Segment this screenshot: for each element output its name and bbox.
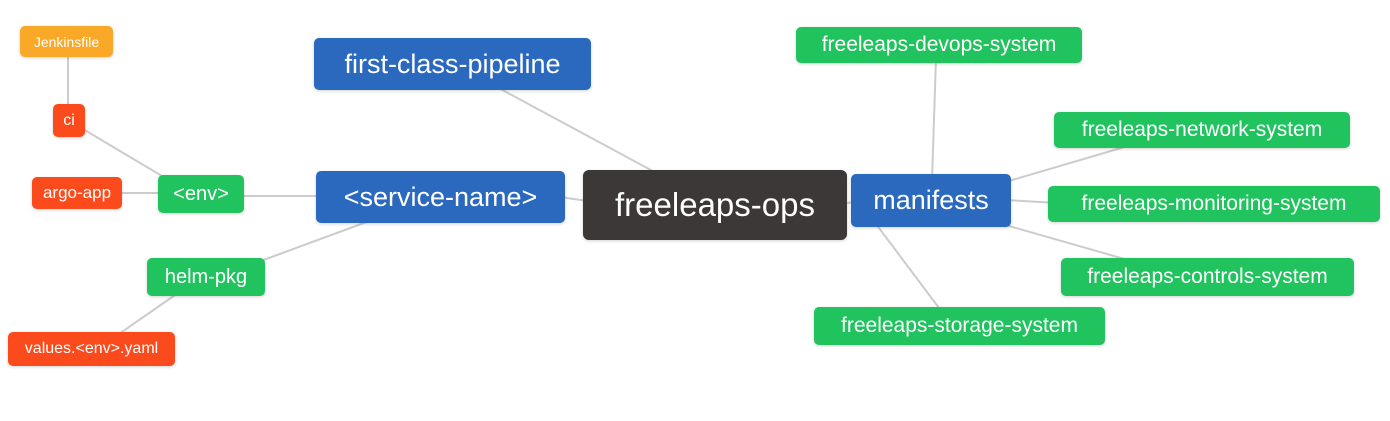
edge-first-class-pipeline-freeleaps-ops xyxy=(494,85,663,177)
node-values-env-yaml[interactable]: values.<env>.yaml xyxy=(8,332,175,366)
node-first-class-pipeline[interactable]: first-class-pipeline xyxy=(314,38,591,90)
node-manifests[interactable]: manifests xyxy=(851,174,1011,227)
node-helm-pkg[interactable]: helm-pkg xyxy=(147,258,265,296)
node-freeleaps-storage-system[interactable]: freeleaps-storage-system xyxy=(814,307,1105,345)
edge-manifests-storage-system xyxy=(875,223,943,313)
node-freeleaps-monitoring-system[interactable]: freeleaps-monitoring-system xyxy=(1048,186,1380,222)
edge-helm-pkg-values-env-yaml xyxy=(115,292,179,337)
edge-service-name-helm-pkg xyxy=(257,219,373,263)
edge-ci-env xyxy=(77,125,173,183)
node-service-name[interactable]: <service-name> xyxy=(316,171,565,223)
edge-manifests-controls-system xyxy=(1001,223,1129,261)
node-ci[interactable]: ci xyxy=(53,104,85,137)
node-argo-app[interactable]: argo-app xyxy=(32,177,122,209)
node-env[interactable]: <env> xyxy=(158,175,244,213)
node-freeleaps-network-system[interactable]: freeleaps-network-system xyxy=(1054,112,1350,148)
edge-devops-system-manifests xyxy=(931,57,937,181)
node-jenkinsfile[interactable]: Jenkinsfile xyxy=(20,26,113,57)
node-freeleaps-devops-system[interactable]: freeleaps-devops-system xyxy=(796,27,1082,63)
node-freeleaps-controls-system[interactable]: freeleaps-controls-system xyxy=(1061,258,1354,296)
node-freeleaps-ops-root[interactable]: freeleaps-ops xyxy=(583,170,847,240)
edge-manifests-network-system xyxy=(1001,145,1129,184)
